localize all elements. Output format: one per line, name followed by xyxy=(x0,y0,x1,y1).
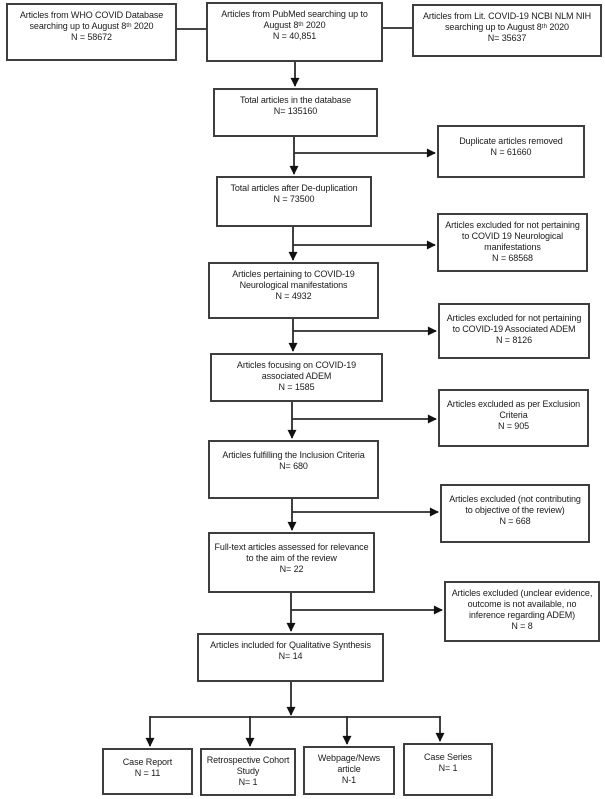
node-case-report: Case Report N = 11 xyxy=(102,748,193,795)
node-label: Retrospective Cohort Study xyxy=(206,755,290,776)
node-count: N = 668 xyxy=(499,515,531,526)
node-count: N = 61660 xyxy=(490,146,532,157)
node-label: Articles fulfilling the Inclusion Criter… xyxy=(222,450,365,460)
node-count: N = 8 xyxy=(511,620,533,631)
node-label: Case Report xyxy=(122,757,173,767)
node-who-database: Articles from WHO COVID Database searchi… xyxy=(6,3,177,61)
node-neuro-manifestations: Articles pertaining to COVID-19 Neurolog… xyxy=(208,262,379,319)
node-count: N= 14 xyxy=(278,650,303,661)
node-case-series: Case Series N= 1 xyxy=(403,743,493,796)
node-count: N = 11 xyxy=(134,767,161,778)
node-label: Articles from PubMed searching up to Aug… xyxy=(221,9,368,30)
node-label: Total articles in the database xyxy=(239,95,352,105)
node-retrospective-cohort: Retrospective Cohort Study N= 1 xyxy=(200,748,296,796)
node-count: N = 73500 xyxy=(273,193,315,204)
node-fulltext-assessed: Full-text articles assessed for relevanc… xyxy=(208,532,375,593)
node-count: N = 1585 xyxy=(278,381,315,392)
node-count: N= 35637 xyxy=(487,32,527,43)
node-count: N= 1 xyxy=(438,762,458,773)
node-count: N= 22 xyxy=(279,563,304,574)
node-count: N= 1 xyxy=(238,776,258,787)
node-count: N = 905 xyxy=(497,420,530,431)
node-label: Articles excluded (unclear evidence, out… xyxy=(451,588,593,620)
node-after-deduplication: Total articles after De-duplication N = … xyxy=(216,176,372,227)
node-count: N = 8126 xyxy=(496,334,532,345)
node-excluded-unclear-evidence: Articles excluded (unclear evidence, out… xyxy=(444,581,600,642)
node-label: Articles pertaining to COVID-19 Neurolog… xyxy=(232,269,355,290)
node-label: Articles excluded as per Exclusion Crite… xyxy=(446,399,581,420)
node-excluded-neuro: Articles excluded for not pertaining to … xyxy=(437,213,588,272)
node-label: Articles excluded (not contributing to o… xyxy=(449,494,581,515)
node-count: N = 40,851 xyxy=(272,30,317,41)
node-count: N= 680 xyxy=(279,460,308,471)
node-excluded-adem: Articles excluded for not pertaining to … xyxy=(438,303,590,359)
node-label: Total articles after De-duplication xyxy=(230,183,358,193)
node-label: Articles excluded for not pertaining to … xyxy=(446,313,582,334)
node-lit-covid: Articles from Lit. COVID-19 NCBI NLM NIH… xyxy=(412,4,602,57)
node-duplicates-removed: Duplicate articles removed N = 61660 xyxy=(437,125,585,178)
node-label: Webpage/News article xyxy=(317,753,381,774)
node-total-database: Total articles in the database N= 135160 xyxy=(213,88,378,137)
node-label: Articles from WHO COVID Database searchi… xyxy=(19,10,164,31)
node-count: N = 68568 xyxy=(492,252,533,263)
node-excluded-objective: Articles excluded (not contributing to o… xyxy=(440,484,590,543)
node-count: N = 4932 xyxy=(275,290,312,301)
node-count: N-1 xyxy=(341,774,357,785)
node-excluded-exclusion-criteria: Articles excluded as per Exclusion Crite… xyxy=(438,389,589,447)
node-count: N= 135160 xyxy=(273,105,318,116)
node-label: Articles excluded for not pertaining to … xyxy=(445,220,580,252)
node-adem-focus: Articles focusing on COVID-19 associated… xyxy=(210,353,383,402)
node-inclusion-criteria: Articles fulfilling the Inclusion Criter… xyxy=(208,440,379,499)
node-label: Articles focusing on COVID-19 associated… xyxy=(236,360,357,381)
node-label: Duplicate articles removed xyxy=(459,136,563,146)
node-count: N = 58672 xyxy=(71,31,112,42)
node-label: Articles from Lit. COVID-19 NCBI NLM NIH… xyxy=(422,11,592,32)
node-webpage-news: Webpage/News article N-1 xyxy=(303,746,395,795)
node-label: Articles included for Qualitative Synthe… xyxy=(210,640,371,650)
node-qualitative-synthesis: Articles included for Qualitative Synthe… xyxy=(197,633,384,682)
node-label: Full-text articles assessed for relevanc… xyxy=(214,542,369,563)
node-pubmed: Articles from PubMed searching up to Aug… xyxy=(206,2,383,62)
node-label: Case Series xyxy=(424,752,472,762)
